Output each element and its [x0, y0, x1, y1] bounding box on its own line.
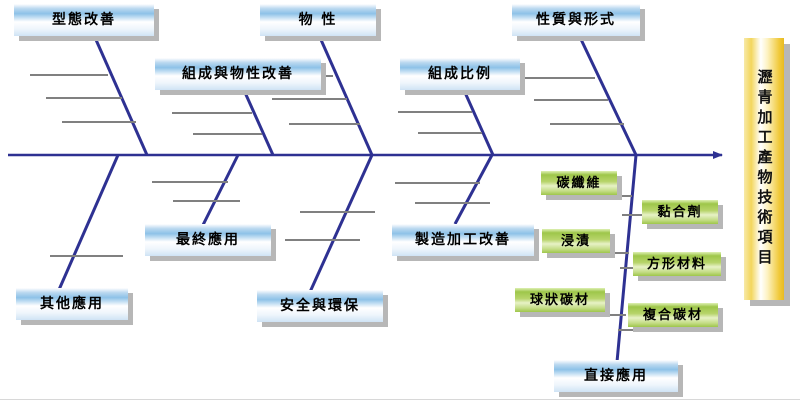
box-face: 球狀碳材: [515, 288, 605, 312]
category-label: 直接應用: [584, 368, 648, 384]
subcause-label: 方形材料: [646, 256, 707, 272]
subcause-box-nianheji[interactable]: 黏合劑: [642, 200, 723, 229]
category-box-zhijie-yingyong[interactable]: 直接應用: [554, 360, 683, 397]
box-face: 碳纖維: [541, 171, 617, 195]
subcause-label: 黏合劑: [657, 204, 703, 220]
category-box-xingzhi-xingshi[interactable]: 性質與形式: [512, 4, 645, 41]
category-box-anquan-huanbao[interactable]: 安全與環保: [257, 290, 388, 327]
box-face: 製造加工改善: [392, 224, 534, 256]
box-face: 複合碳材: [628, 303, 718, 327]
category-label: 型態改善: [52, 12, 116, 28]
category-box-zucheng-bili[interactable]: 組成比例: [400, 58, 525, 95]
box-face: 性質與形式: [512, 4, 640, 36]
effect-title-face: 瀝青加工產物技術項目: [744, 38, 784, 300]
bone-zucheng-bili: [398, 87, 495, 156]
subcause-box-qiuzhuang-tancai[interactable]: 球狀碳材: [515, 288, 610, 317]
box-face: 其他應用: [16, 288, 128, 320]
box-face: 黏合劑: [642, 200, 718, 224]
category-box-qita-yingyong[interactable]: 其他應用: [16, 288, 133, 325]
bone-xingtai-gaishan: [30, 32, 149, 156]
subcause-box-fangxing-cailiao[interactable]: 方形材料: [633, 252, 726, 281]
effect-title-label: 瀝青加工產物技術項目: [755, 69, 774, 269]
category-label: 性質與形式: [536, 12, 616, 28]
subcause-label: 複合碳材: [642, 307, 703, 323]
box-face: 組成比例: [400, 58, 520, 90]
box-face: 組成與物性改善: [155, 58, 321, 90]
box-face: 方形材料: [633, 252, 721, 276]
category-box-zhizao-jiagong[interactable]: 製造加工改善: [392, 224, 539, 261]
bone-qita-yingyong: [50, 154, 123, 293]
category-label: 製造加工改善: [415, 232, 511, 248]
category-label: 最終應用: [176, 232, 240, 248]
category-box-wuxing[interactable]: 物 性: [260, 4, 381, 41]
subcause-label: 碳纖維: [556, 175, 602, 191]
subcause-box-fuhe-tancai[interactable]: 複合碳材: [628, 303, 723, 332]
subcause-box-tanxianwei[interactable]: 碳纖維: [541, 171, 622, 200]
category-box-xingtai-gaishan[interactable]: 型態改善: [14, 4, 159, 41]
bone-zucheng-wuxing: [172, 87, 275, 156]
bone-zhizao-jiagong: [395, 154, 494, 225]
box-face: 最終應用: [145, 224, 271, 256]
box-face: 安全與環保: [257, 290, 383, 322]
box-face: 直接應用: [554, 360, 678, 392]
bone-anquan-huanbao: [285, 154, 375, 293]
category-label: 其他應用: [40, 296, 104, 312]
box-face: 浸漬: [542, 229, 610, 253]
bone-xingzhi-xingshi: [520, 32, 638, 156]
category-label: 組成與物性改善: [182, 66, 294, 82]
subcause-label: 球狀碳材: [529, 292, 590, 308]
category-label: 物 性: [298, 12, 338, 28]
category-label: 安全與環保: [280, 298, 360, 314]
box-face: 型態改善: [14, 4, 154, 36]
subcause-label: 浸漬: [560, 233, 591, 249]
box-face: 物 性: [260, 4, 376, 36]
subcause-box-jinzi[interactable]: 浸漬: [542, 229, 615, 258]
bone-zuizhong-yingyong: [152, 154, 240, 226]
category-box-zuizhong-yingyong[interactable]: 最終應用: [145, 224, 276, 261]
effect-title-box: 瀝青加工產物技術項目: [744, 38, 790, 306]
category-box-zucheng-wuxing[interactable]: 組成與物性改善: [155, 58, 326, 95]
category-label: 組成比例: [428, 66, 492, 82]
